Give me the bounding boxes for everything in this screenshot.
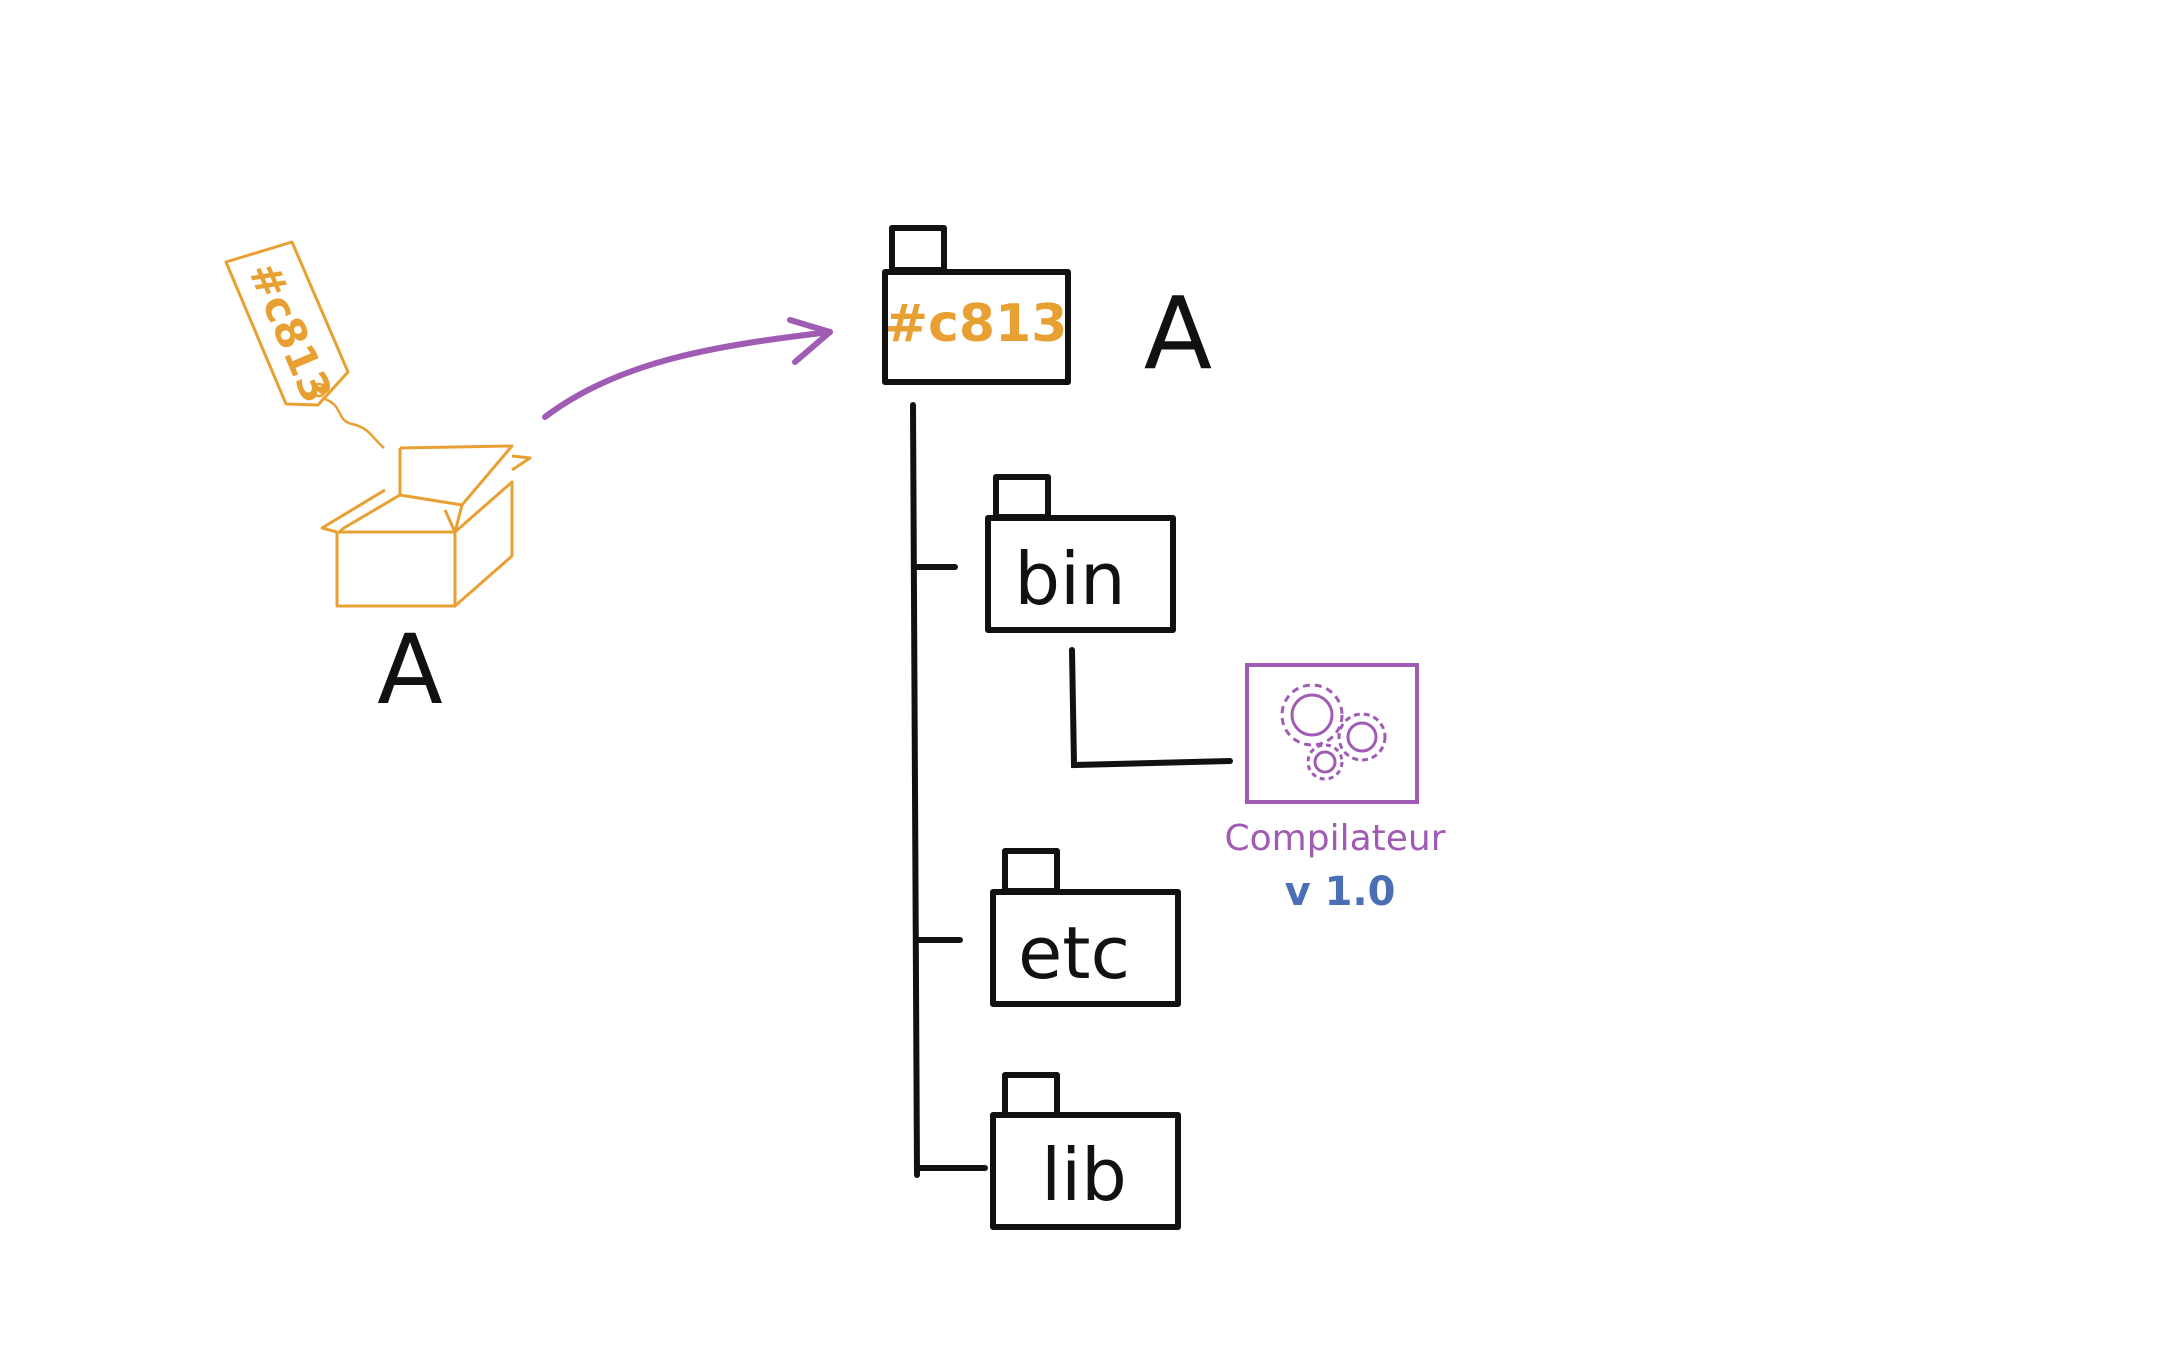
install-arrow [542, 317, 833, 420]
root-folder-icon [882, 225, 1071, 385]
root-folder-label: A [1144, 275, 1212, 392]
binary-name: Compilateur [1224, 818, 1445, 859]
folder-lib: lib [990, 1072, 1181, 1230]
package-tag: #c813 [224, 240, 385, 449]
gears-icon [1280, 683, 1387, 781]
root-folder: #c813 A [882, 225, 1212, 392]
tree-lines [910, 402, 1233, 1178]
folder-etc: etc [990, 848, 1181, 1007]
package-box-icon [320, 444, 532, 608]
folder-icon [985, 474, 1176, 633]
folder-label: lib [1041, 1133, 1127, 1217]
compiler-binary: Compilateur v 1.0 [1224, 663, 1446, 915]
root-folder-tag: #c813 [885, 294, 1068, 354]
folder-icon [990, 848, 1181, 1007]
binary-frame [1245, 663, 1419, 804]
folder-label: bin [1014, 537, 1125, 621]
folder-label: etc [1018, 911, 1130, 995]
package-group: #c813 A [224, 240, 532, 726]
binary-version: v 1.0 [1285, 869, 1396, 915]
package-label: A [377, 614, 443, 726]
folder-icon [990, 1072, 1181, 1230]
folder-bin: bin [985, 474, 1176, 633]
